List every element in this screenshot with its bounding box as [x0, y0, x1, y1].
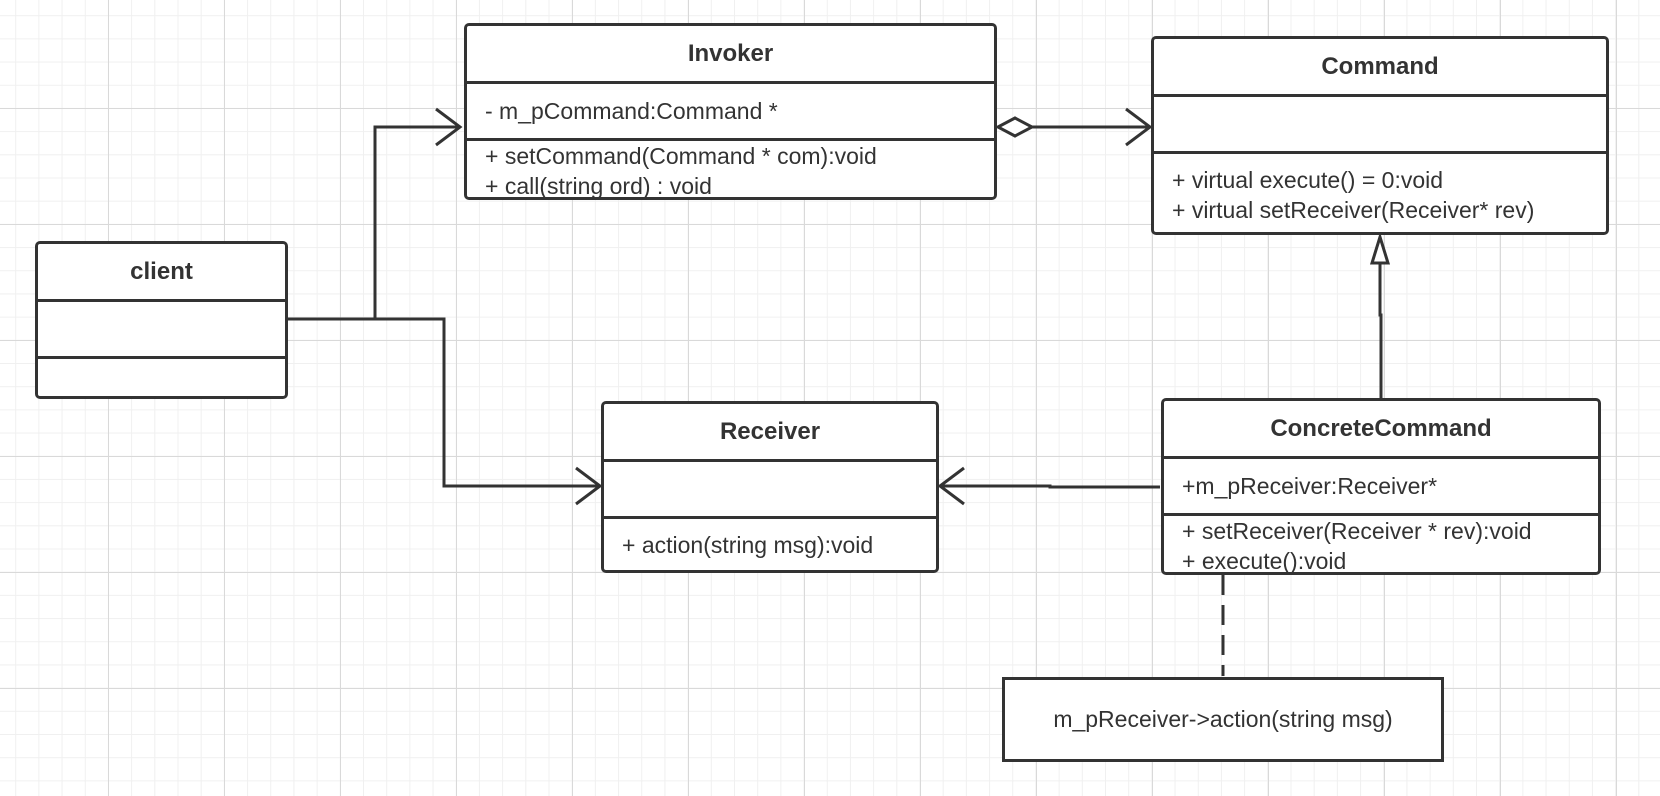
note-text: m_pReceiver->action(string msg) — [1053, 706, 1393, 732]
class-concrete-command-attributes: +m_pReceiver:Receiver* — [1164, 459, 1598, 516]
client-to-invoker-arrowhead — [435, 107, 463, 147]
concrete-to-command-line — [1378, 264, 1383, 399]
invoker-to-command-arrowhead — [1125, 107, 1153, 147]
class-invoker-attribute: - m_pCommand:Command * — [485, 97, 778, 124]
class-receiver[interactable]: Receiver + action(string msg):void — [601, 401, 939, 573]
class-invoker-attributes: - m_pCommand:Command * — [467, 84, 994, 141]
note-box[interactable]: m_pReceiver->action(string msg) — [1002, 677, 1444, 762]
concrete-to-receiver-line — [940, 484, 1160, 489]
class-receiver-attributes — [604, 462, 936, 519]
class-invoker-operation: + setCommand(Command * com):void — [485, 143, 877, 169]
client-to-receiver-line — [375, 317, 600, 488]
class-receiver-operations: + action(string msg):void — [604, 519, 936, 560]
class-invoker-name: Invoker — [467, 26, 994, 84]
class-command-operation: + virtual execute() = 0:void — [1172, 167, 1444, 193]
class-client-attributes — [38, 302, 285, 359]
realization-triangle — [1369, 231, 1391, 265]
class-concrete-command-attribute: +m_pReceiver:Receiver* — [1182, 472, 1438, 499]
class-client-name: client — [38, 244, 285, 302]
class-concrete-command-operation: + execute():void — [1182, 548, 1347, 574]
class-invoker-operations: + setCommand(Command * com):void + call(… — [467, 141, 994, 199]
client-to-receiver-arrowhead — [575, 466, 603, 506]
class-receiver-operation: + action(string msg):void — [622, 532, 874, 558]
class-concrete-command-operations: + setReceiver(Receiver * rev):void + exe… — [1164, 516, 1598, 574]
class-concrete-command-operation: + setReceiver(Receiver * rev):void — [1182, 518, 1532, 544]
class-command-attributes — [1154, 97, 1606, 154]
class-concrete-command-name: ConcreteCommand — [1164, 401, 1598, 459]
class-command-operation: + virtual setReceiver(Receiver* rev) — [1172, 197, 1535, 223]
class-receiver-name: Receiver — [604, 404, 936, 462]
concrete-to-receiver-arrowhead — [937, 466, 965, 506]
class-concrete-command[interactable]: ConcreteCommand +m_pReceiver:Receiver* +… — [1161, 398, 1601, 575]
class-command-operations: + virtual execute() = 0:void + virtual s… — [1154, 154, 1606, 225]
aggregation-diamond — [994, 116, 1036, 138]
class-command-name: Command — [1154, 39, 1606, 97]
client-to-invoker-line — [287, 125, 460, 321]
class-invoker-operation: + call(string ord) : void — [485, 173, 712, 199]
class-client[interactable]: client — [35, 241, 288, 399]
class-invoker[interactable]: Invoker - m_pCommand:Command * + setComm… — [464, 23, 997, 200]
class-command[interactable]: Command + virtual execute() = 0:void + v… — [1151, 36, 1609, 235]
